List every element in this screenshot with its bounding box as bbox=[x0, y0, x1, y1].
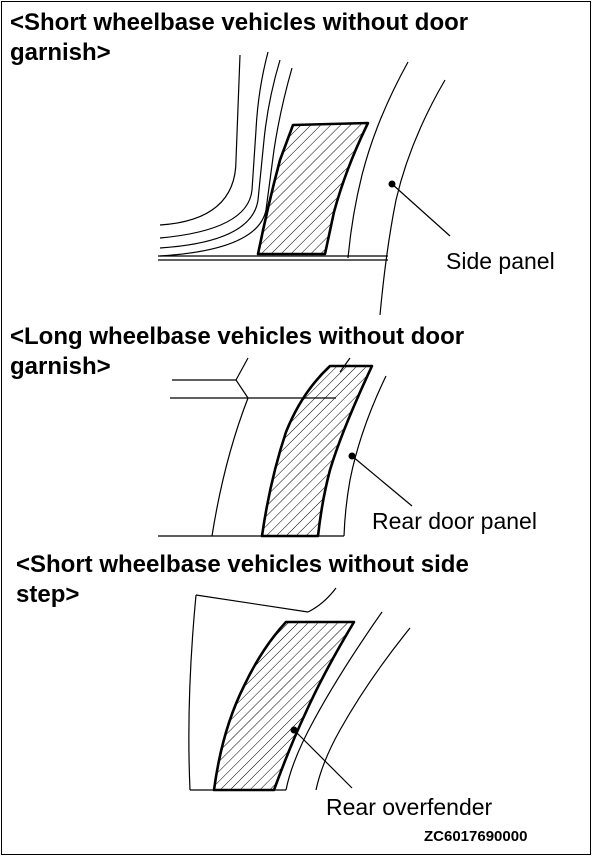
side-panel-label: Side panel bbox=[446, 248, 555, 274]
section-3-title-line-1: <Short wheelbase vehicles without side bbox=[16, 551, 469, 578]
section-3-leader-dot bbox=[290, 726, 298, 734]
section-1-title: <Short wheelbase vehicles without door g… bbox=[10, 8, 468, 68]
section-3-title-line-2: step> bbox=[16, 581, 80, 608]
section-2-title: <Long wheelbase vehicles without door ga… bbox=[10, 322, 464, 382]
section-2-title-line-1: <Long wheelbase vehicles without door bbox=[10, 323, 465, 350]
rear-overfender-label: Rear overfender bbox=[326, 794, 493, 820]
section-2-leader-dot bbox=[348, 452, 356, 460]
section-3-hatched-area bbox=[212, 620, 356, 792]
section-2-title-line-2: garnish> bbox=[10, 353, 111, 380]
section-1-hatched-area bbox=[256, 121, 370, 256]
section-1-leader-dot bbox=[388, 180, 396, 188]
section-1-drawing bbox=[158, 51, 451, 316]
rear-door-panel-label: Rear door panel bbox=[372, 508, 537, 534]
figure-code: ZC6017690000 bbox=[424, 828, 528, 845]
section-1-title-line-1: <Short wheelbase vehicles without door bbox=[10, 9, 469, 36]
section-1-title-line-2: garnish> bbox=[10, 39, 111, 66]
section-3-title: <Short wheelbase vehicles without side s… bbox=[16, 550, 469, 610]
section-2-hatched-area bbox=[260, 364, 374, 538]
